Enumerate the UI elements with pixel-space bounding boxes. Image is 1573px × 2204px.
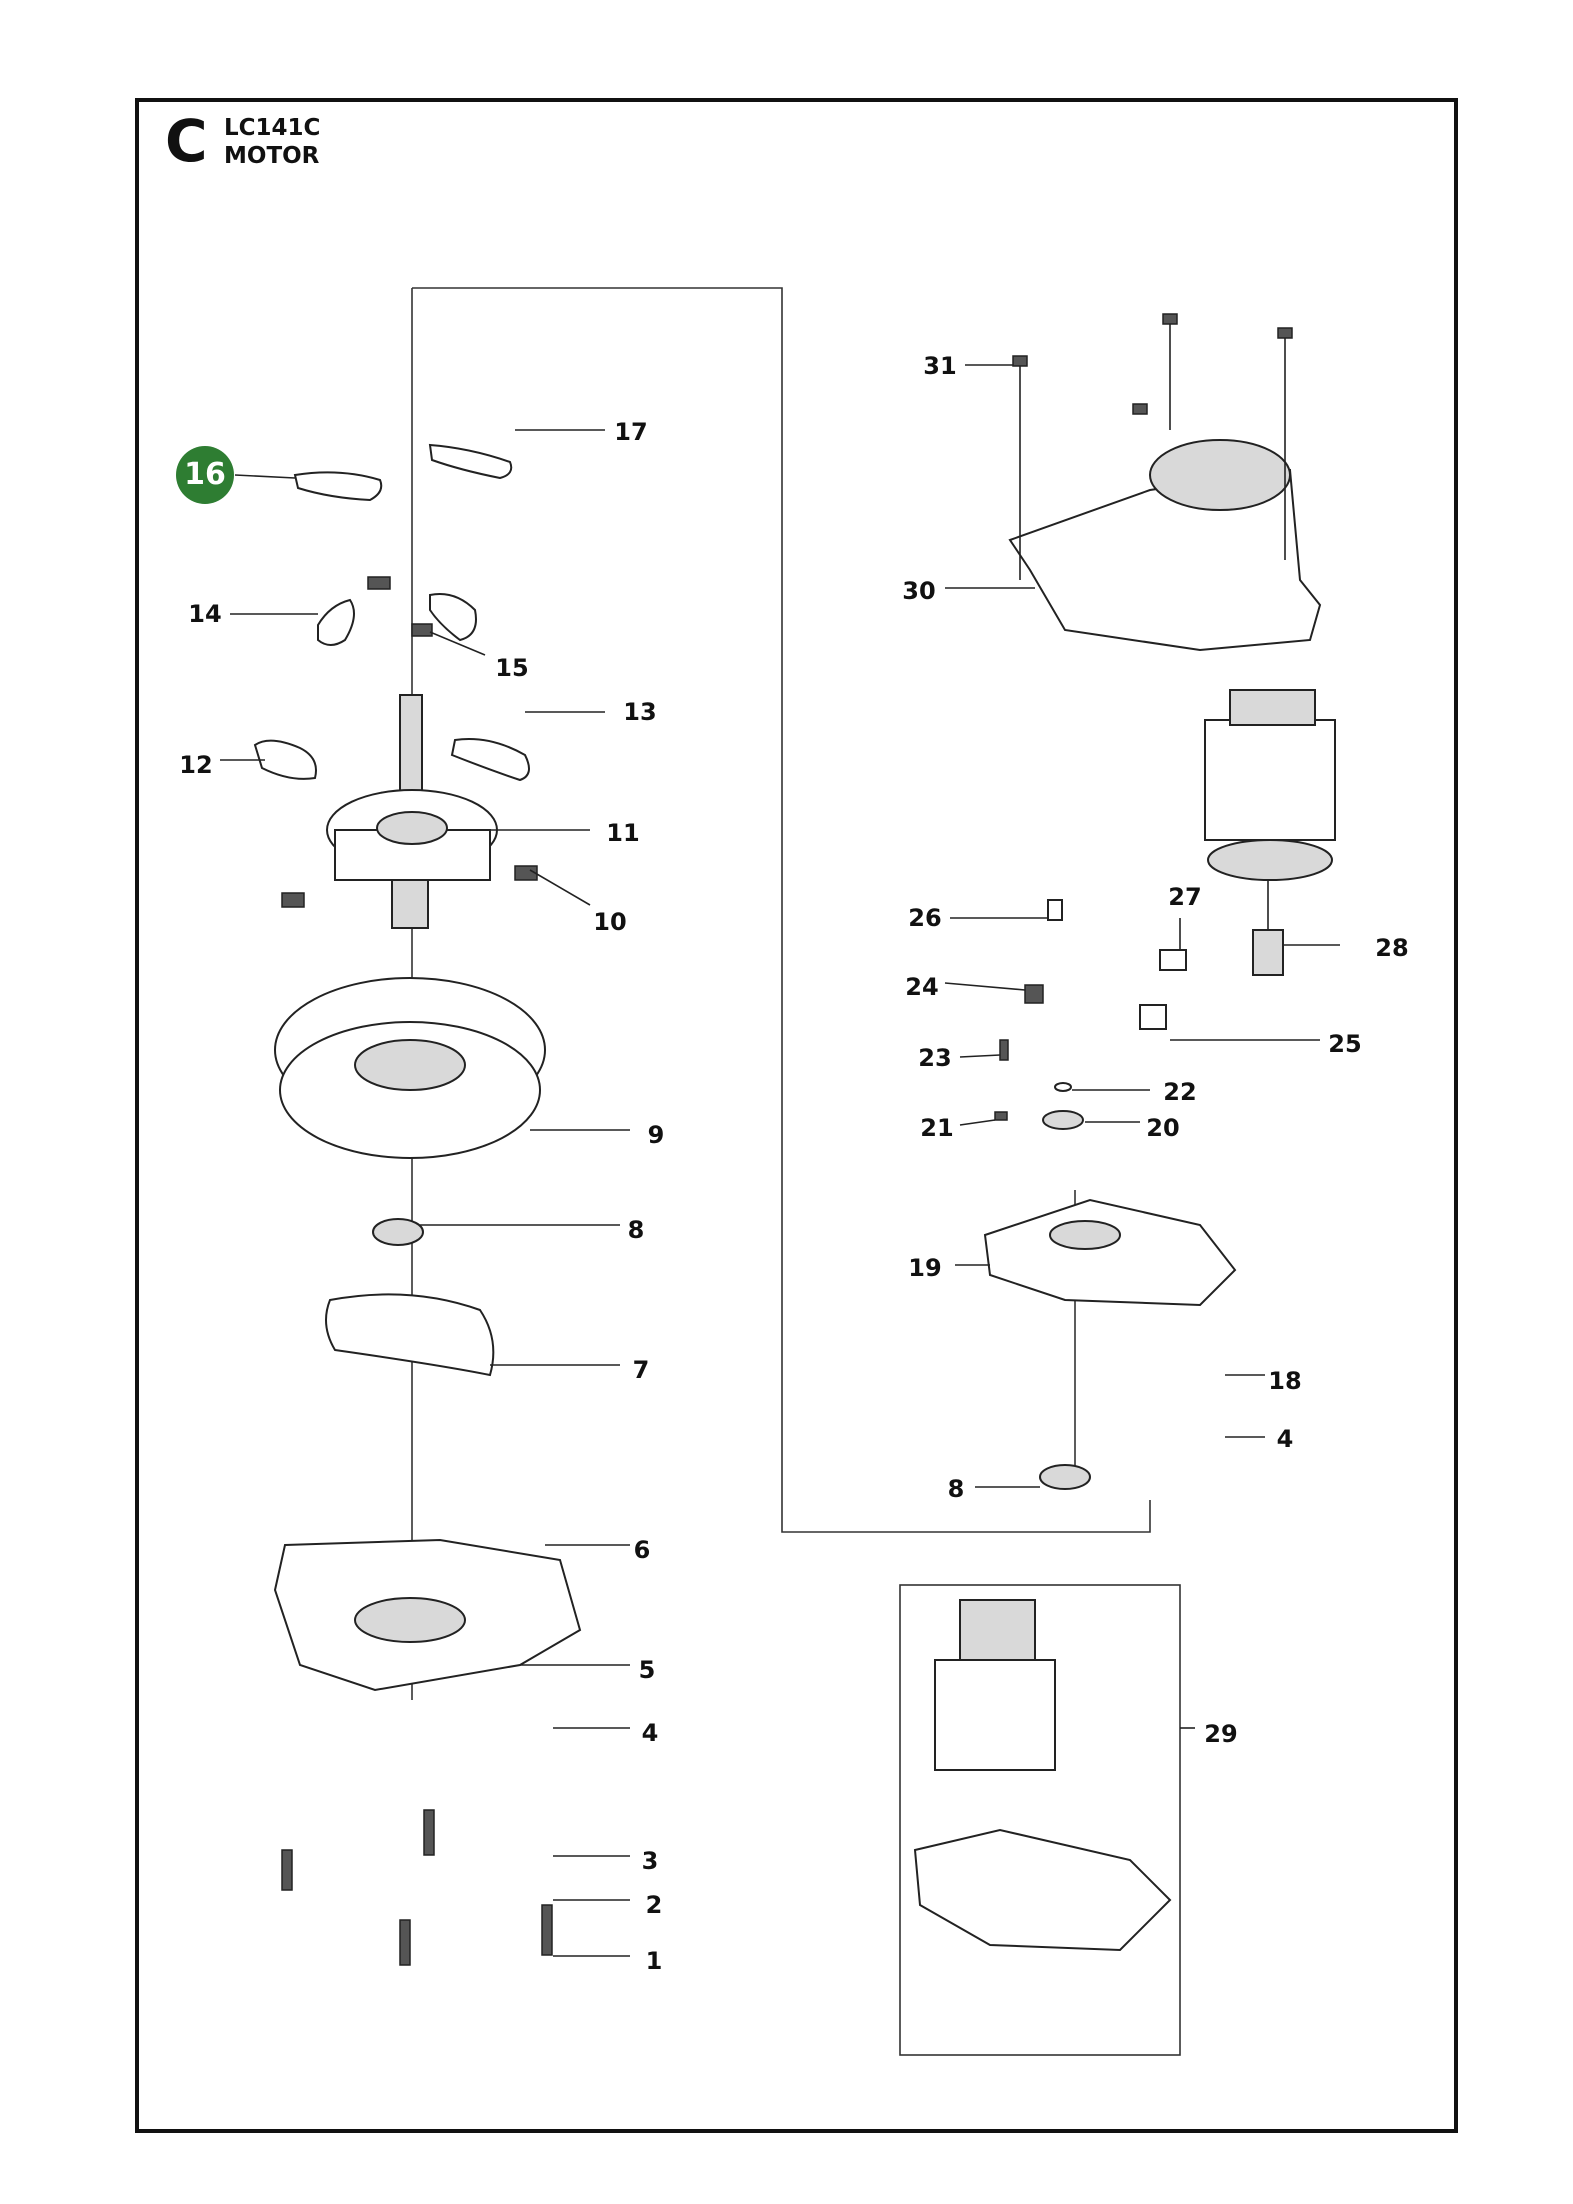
kit-motor-top — [959, 1599, 1036, 1661]
section-letter: C — [165, 107, 208, 175]
leader-16 — [234, 474, 296, 479]
section-title: MOTOR — [224, 143, 320, 169]
leader-24 — [944, 982, 1026, 991]
callout-3: 3 — [641, 1847, 659, 1875]
brush-15 — [411, 623, 433, 637]
callout-8-right: 8 — [947, 1475, 965, 1503]
callout-27: 27 — [1168, 883, 1202, 911]
brush-top — [367, 576, 391, 590]
plate-17 — [428, 443, 513, 480]
bolt-left-3 — [423, 1809, 435, 1856]
nut-top — [1162, 313, 1178, 325]
callout-9: 9 — [647, 1121, 665, 1149]
nut-mid — [1132, 403, 1148, 415]
callout-18: 18 — [1268, 1367, 1302, 1395]
callout-20: 20 — [1146, 1114, 1180, 1142]
page-frame — [135, 98, 1458, 2133]
kit-motor — [934, 1659, 1056, 1771]
housing-30-top — [1149, 439, 1291, 511]
brush-holder-right — [429, 593, 477, 642]
bolt-left-1 — [281, 1849, 293, 1891]
callout-13: 13 — [623, 698, 657, 726]
callout-24: 24 — [905, 973, 939, 1001]
pulley-9-hub — [354, 1039, 466, 1091]
leader-21 — [959, 1119, 996, 1126]
callout-7: 7 — [632, 1356, 650, 1384]
callout-12: 12 — [179, 751, 213, 779]
callout-17: 17 — [614, 418, 648, 446]
kit-box-29 — [899, 1584, 1181, 2056]
kit-housing — [913, 1828, 1172, 1952]
callout-15: 15 — [495, 654, 529, 682]
screw-23 — [999, 1039, 1009, 1061]
bolt-left-2 — [399, 1919, 411, 1966]
bearing-20 — [1042, 1110, 1084, 1130]
callout-6: 6 — [633, 1536, 651, 1564]
callout-30: 30 — [902, 577, 936, 605]
belt-7 — [325, 1293, 495, 1377]
callout-16-highlighted: 16 — [176, 446, 234, 504]
motor-stator — [1204, 719, 1336, 841]
bearing-8-lower — [1039, 1464, 1091, 1490]
callout-5: 5 — [638, 1656, 656, 1684]
callout-31: 31 — [923, 352, 957, 380]
callout-10: 10 — [593, 908, 627, 936]
brush-holder-14 — [317, 598, 355, 646]
clip-21 — [994, 1111, 1008, 1121]
leader-10 — [529, 869, 591, 906]
callout-26: 26 — [908, 904, 942, 932]
callout-22: 22 — [1163, 1078, 1197, 1106]
callout-8: 8 — [627, 1216, 645, 1244]
shaft — [399, 694, 423, 806]
bearing-8 — [372, 1218, 424, 1246]
brush-10 — [514, 865, 538, 881]
assembly-bracket-line — [412, 287, 1151, 1533]
callout-19: 19 — [908, 1254, 942, 1282]
callout-21: 21 — [920, 1114, 954, 1142]
nut-31 — [1012, 355, 1028, 367]
model-name: LC141C — [224, 115, 321, 141]
shaft-lower — [391, 879, 429, 929]
terminal-27 — [1159, 949, 1187, 971]
callout-29: 29 — [1204, 1720, 1238, 1748]
callout-1: 1 — [645, 1947, 663, 1975]
leader-15 — [429, 631, 486, 656]
bolt-1 — [541, 1904, 553, 1956]
callout-14: 14 — [188, 600, 222, 628]
motor-fan — [1207, 839, 1333, 881]
gearcase-hub — [354, 1597, 466, 1643]
washer-22 — [1054, 1082, 1072, 1092]
rotor-hub — [376, 811, 448, 845]
leader-23 — [959, 1054, 1001, 1058]
callout-4-right: 4 — [1276, 1425, 1294, 1453]
callout-28: 28 — [1375, 934, 1409, 962]
wire-26 — [1047, 899, 1063, 921]
brush-left — [281, 892, 305, 908]
connector-24 — [1024, 984, 1044, 1004]
callout-23: 23 — [918, 1044, 952, 1072]
nut-right — [1277, 327, 1293, 339]
callout-25: 25 — [1328, 1030, 1362, 1058]
callout-2: 2 — [645, 1891, 663, 1919]
motor-top — [1229, 689, 1316, 726]
callout-4: 4 — [641, 1719, 659, 1747]
housing-19-hub — [1049, 1220, 1121, 1250]
plate-12 — [253, 739, 317, 780]
callout-11: 11 — [606, 819, 640, 847]
spring-28 — [1252, 929, 1284, 976]
housing-19 — [983, 1198, 1237, 1307]
plate-13 — [450, 738, 530, 782]
terminal-25 — [1139, 1004, 1167, 1030]
plate-16 — [293, 471, 383, 502]
